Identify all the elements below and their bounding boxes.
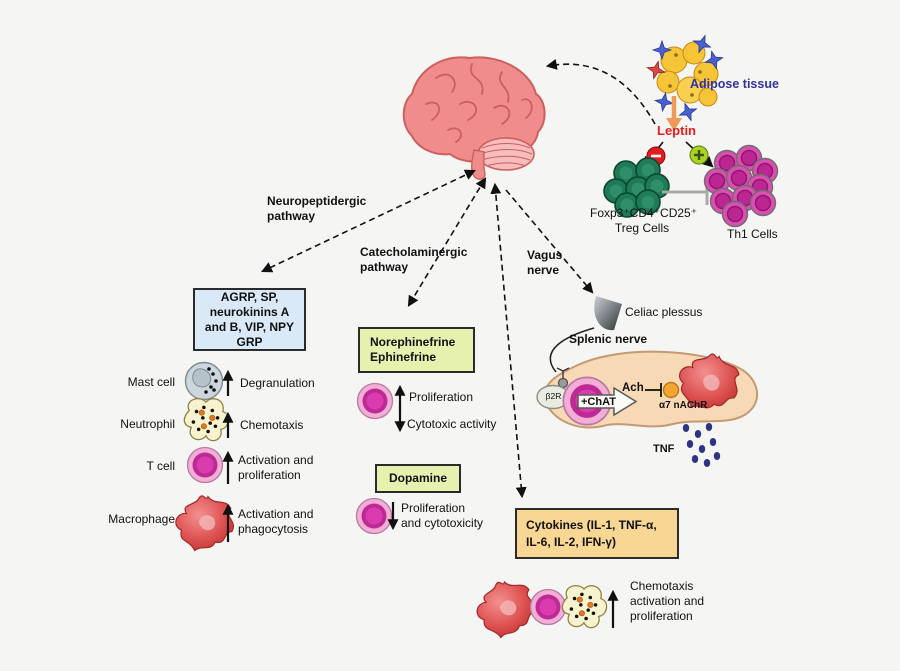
dopamine-box: Dopamine [375, 464, 461, 493]
dopamine-effect-label: Proliferation and cytotoxicity [401, 501, 484, 530]
t-cell-icon [186, 446, 224, 484]
activation-proliferation-label: Activation and proliferation [238, 453, 314, 482]
adipose-tissue-label: Adipose tissue [690, 77, 779, 91]
degranulation-label: Degranulation [240, 376, 315, 390]
leptin-label: Leptin [657, 123, 696, 138]
macrophage-icon [175, 495, 235, 552]
brain-icon [402, 56, 546, 180]
vagus-nerve-label: Vagus nerve [527, 248, 563, 277]
bottom-effect-label: Chemotaxis activation and proliferation [630, 579, 705, 623]
plus-icon [689, 145, 709, 165]
proliferation-up-label: Proliferation [409, 390, 474, 404]
macrophage-label: Macrophage [108, 512, 175, 526]
chemotaxis-label: Chemotaxis [240, 418, 304, 432]
neuropeptides-box: AGRP, SP, neurokinins A and B, VIP, NPY … [193, 288, 306, 351]
dashed-pathway-arrows [261, 59, 656, 499]
cytokine-feedback-arrow [490, 182, 527, 499]
dopamine-box-text: Dopamine [388, 471, 447, 485]
treg-cells-label: Foxp3⁺CD4⁺CD25⁺ Treg Cells [590, 206, 698, 235]
mast-cell-label: Mast cell [127, 375, 175, 389]
splenic-nerve-line [549, 327, 595, 373]
chat-banner-icon [577, 386, 638, 417]
catecholaminergic-arrow [407, 177, 487, 307]
dopamine-t-cell-icon [355, 497, 393, 535]
cytokines-box: Cytokines (IL-1, TNF-α, IL-6, IL-2, IFN-… [515, 508, 679, 559]
splenic-nerve-label: Splenic nerve [569, 332, 648, 346]
catecholamine-t-cell-icon [356, 382, 394, 420]
neuropeptidergic-pathway-label: Neuropeptidergic pathway [267, 194, 367, 223]
catecholamines-box: Norephinefrine Ephinefrine [358, 327, 475, 373]
neuropeptidergic-arrow [261, 169, 476, 273]
bottom-t-cell-icon [529, 588, 567, 626]
t-cell-label: T cell [146, 459, 175, 473]
adipose-tissue-icon [646, 32, 726, 124]
tnf-label: TNF [653, 443, 675, 455]
neutrophil-label: Neutrophil [120, 417, 175, 431]
cytotoxic-activity-label: Cytotoxic activity [407, 417, 497, 431]
vagus-nerve-arrow [505, 189, 594, 294]
leptin-to-brain-arrow [545, 59, 656, 125]
tnf-dots-icon [682, 423, 721, 467]
bottom-neutrophil-icon [561, 585, 608, 629]
red-star-icon [646, 60, 666, 80]
alpha7-receptor-icon [662, 381, 680, 399]
celiac-plexus-label: Celiac plessus [625, 305, 703, 319]
chat-label: +ChAT [581, 396, 616, 408]
ach-inhibition-bar [645, 383, 662, 397]
celiac-plexus-icon [594, 296, 622, 331]
adipose-to-leptin-arrow [666, 96, 682, 131]
ach-label: Ach [622, 382, 644, 394]
nerve-terminal-icon [556, 367, 570, 389]
alpha7-nachr-label: α7 nAChR [659, 400, 708, 411]
neutrophil-icon [183, 398, 230, 442]
activation-phagocytosis-label: Activation and phagocytosis [238, 507, 314, 536]
beta2r-label: β2R [545, 391, 562, 401]
th1-cells-label: Th1 Cells [727, 227, 778, 241]
cytokines-box-text: Cytokines (IL-1, TNF-α, IL-6, IL-2, IFN-… [526, 517, 657, 549]
neuropeptides-box-text: AGRP, SP, neurokinins A and B, VIP, NPY … [204, 289, 295, 349]
effect-arrows [222, 369, 619, 628]
mast-cell-icon [184, 361, 224, 401]
th1-cells-icon [703, 144, 779, 228]
bottom-macrophage-icon [472, 576, 540, 642]
catecholaminergic-pathway-label: Catecholaminergic pathway [360, 245, 468, 274]
catecholamines-box-text: Norephinefrine Ephinefrine [370, 335, 456, 364]
